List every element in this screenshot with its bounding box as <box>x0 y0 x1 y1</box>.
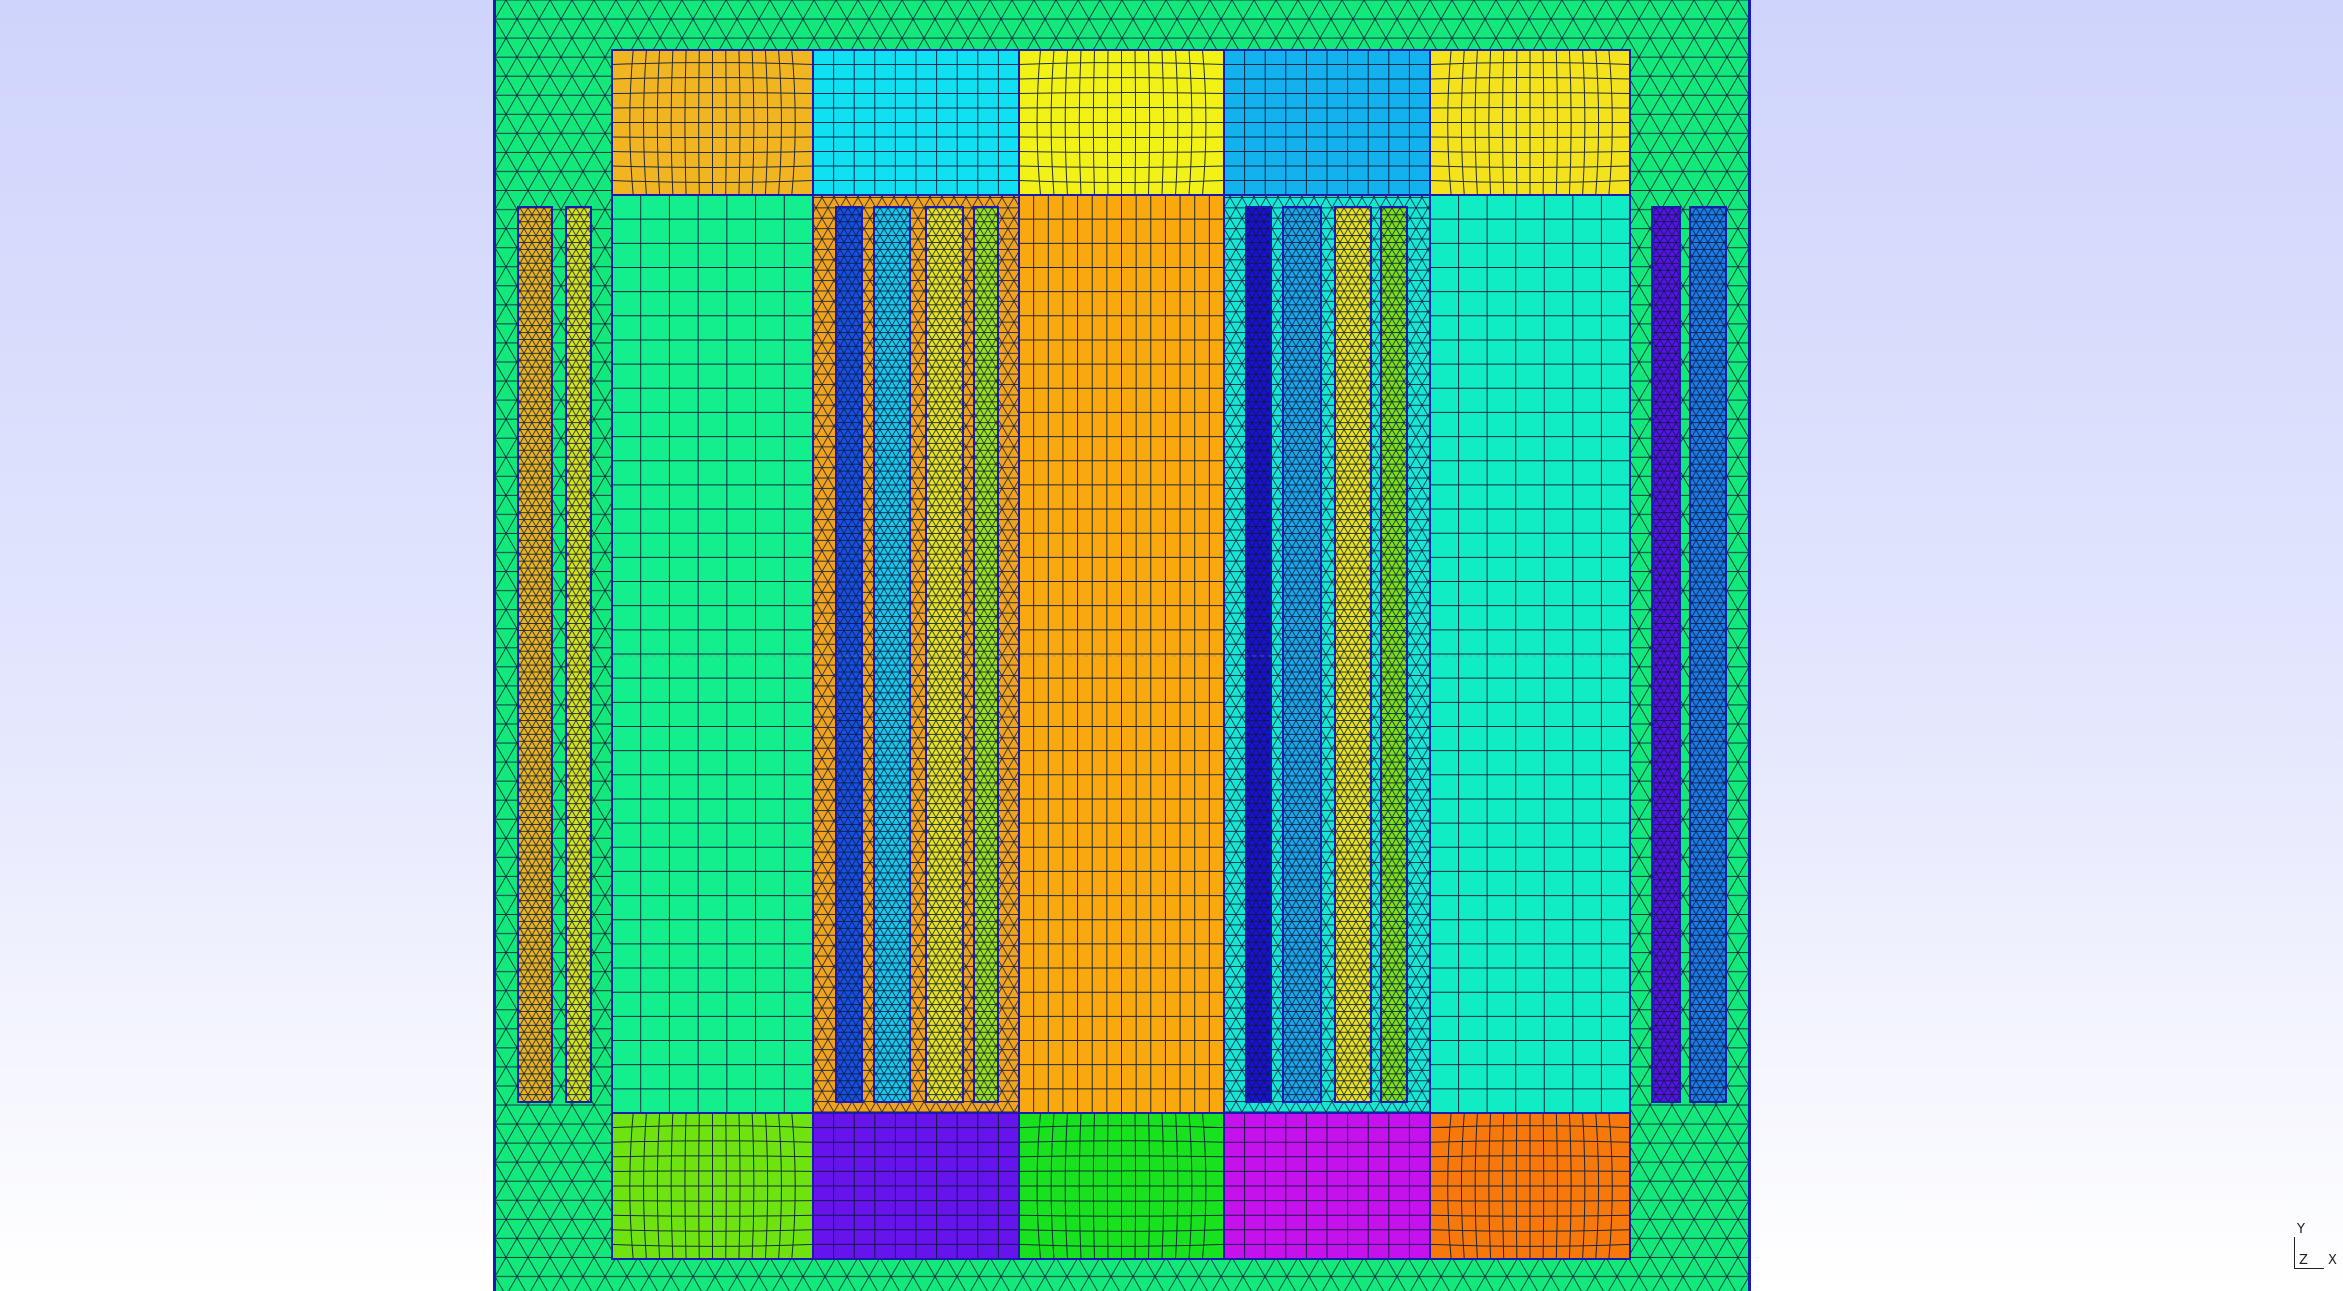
coil-strip-window-2-2[interactable] <box>1282 206 1322 1103</box>
coil-strip-window-1-1[interactable] <box>835 206 863 1103</box>
core-leg-1[interactable] <box>611 194 814 1114</box>
x-axis-label: X <box>2328 1253 2337 1268</box>
bottom-yoke-3[interactable] <box>1018 1112 1225 1260</box>
coil-strip-window-2-3[interactable] <box>1334 206 1372 1103</box>
coil-strip-window-2-1[interactable] <box>1245 206 1272 1103</box>
coil-strip-right-outer-2[interactable] <box>1689 206 1727 1103</box>
top-yoke-5[interactable] <box>1429 49 1631 196</box>
core-leg-3[interactable] <box>1429 194 1631 1114</box>
z-axis-label: Z <box>2299 1253 2308 1268</box>
bottom-yoke-4[interactable] <box>1223 1112 1431 1260</box>
bottom-yoke-1[interactable] <box>611 1112 814 1260</box>
axis-triad: Y Z X <box>2290 1222 2338 1272</box>
top-yoke-4[interactable] <box>1223 49 1431 196</box>
coil-strip-right-outer-1[interactable] <box>1651 206 1681 1103</box>
x-axis-line <box>2294 1268 2324 1269</box>
coil-strip-window-2-4[interactable] <box>1380 206 1408 1103</box>
bottom-yoke-2[interactable] <box>812 1112 1020 1260</box>
coil-strip-window-1-2[interactable] <box>873 206 911 1103</box>
top-yoke-1[interactable] <box>611 49 814 196</box>
top-yoke-2[interactable] <box>812 49 1020 196</box>
outer-air-border <box>493 0 1751 1291</box>
y-axis-label: Y <box>2297 1222 2305 1237</box>
top-yoke-3[interactable] <box>1018 49 1225 196</box>
coil-strip-left-outer-1[interactable] <box>517 206 553 1103</box>
core-leg-center[interactable] <box>1018 194 1225 1114</box>
y-axis-line <box>2294 1237 2295 1269</box>
coil-strip-window-1-4[interactable] <box>973 206 999 1103</box>
coil-strip-left-outer-2[interactable] <box>565 206 592 1103</box>
bottom-yoke-5[interactable] <box>1429 1112 1631 1260</box>
coil-strip-window-1-3[interactable] <box>925 206 964 1103</box>
